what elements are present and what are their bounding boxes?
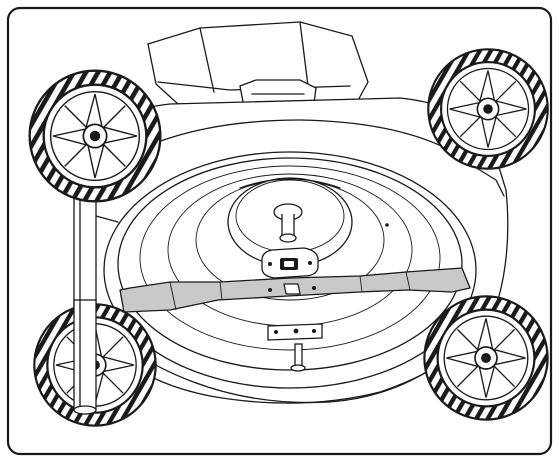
wheel-rear-left [28,69,162,203]
wheel-front-right [423,295,549,421]
axle-rod-front [73,299,97,415]
wheel-rear-right [427,48,549,170]
cutting-blade [119,267,471,313]
blade-bolt [267,323,323,372]
blade-adapter [261,203,319,279]
